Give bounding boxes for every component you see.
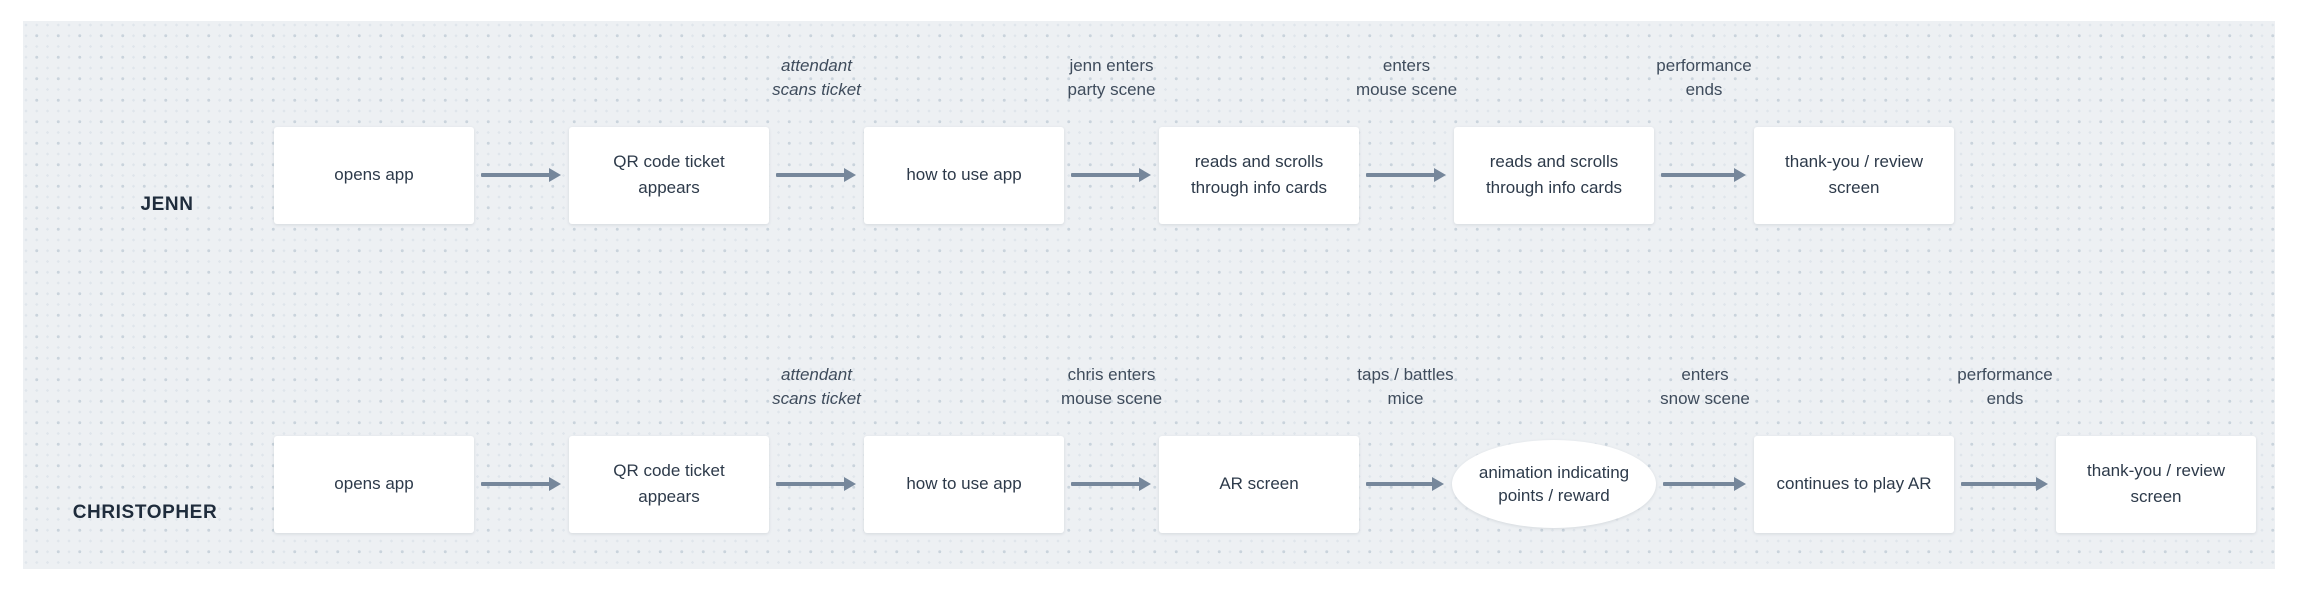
transition-label-christopher-2[interactable]: chris enters mouse scene (1060, 365, 1163, 408)
flow-arrow-christopher-5[interactable] (1961, 477, 2048, 491)
flow-arrow-jenn-3[interactable] (1366, 168, 1446, 182)
transition-label-jenn-4[interactable]: performance ends (1656, 56, 1752, 99)
flow-arrow-jenn-1[interactable] (776, 168, 856, 182)
flow-arrow-jenn-2[interactable] (1071, 168, 1151, 182)
flow-node-jenn-4[interactable]: reads and scrolls through info cards (1454, 126, 1654, 224)
flow-node-christopher-1[interactable]: QR code ticket appears (569, 435, 769, 533)
flow-arrow-christopher-0[interactable] (481, 477, 561, 491)
transition-label-christopher-4[interactable]: enters snow scene (1660, 365, 1750, 408)
lane-label-christopher[interactable]: CHRISTOPHER (72, 502, 218, 523)
flow-node-jenn-2[interactable]: how to use app (864, 126, 1064, 224)
flow-arrow-christopher-1[interactable] (776, 477, 856, 491)
flow-node-jenn-0[interactable]: opens app (274, 126, 474, 224)
transition-label-jenn-1[interactable]: attendant scans ticket (772, 56, 861, 99)
flow-node-christopher-4[interactable]: animation indicating points / reward (1452, 440, 1656, 528)
transition-label-jenn-2[interactable]: jenn enters party scene (1067, 56, 1156, 99)
flow-node-christopher-0[interactable]: opens app (274, 435, 474, 533)
dot-grid-panel: JENN CHRISTOPHER opens app QR code ticket… (23, 21, 2275, 569)
flow-node-jenn-5[interactable]: thank-you / review screen (1754, 126, 1954, 224)
flow-node-christopher-3[interactable]: AR screen (1159, 435, 1359, 533)
transition-label-christopher-5[interactable]: performance ends (1957, 365, 2053, 408)
flow-node-christopher-2[interactable]: how to use app (864, 435, 1064, 533)
transition-label-christopher-3[interactable]: taps / battles mice (1357, 365, 1454, 408)
flow-arrow-christopher-2[interactable] (1071, 477, 1151, 491)
transition-label-christopher-1[interactable]: attendant scans ticket (772, 365, 861, 408)
flow-node-christopher-6[interactable]: thank-you / review screen (2056, 435, 2256, 533)
lane-label-jenn[interactable]: JENN (140, 194, 194, 215)
flow-arrow-jenn-0[interactable] (481, 168, 561, 182)
flow-arrow-jenn-4[interactable] (1661, 168, 1746, 182)
flow-node-christopher-5[interactable]: continues to play AR (1754, 435, 1954, 533)
flow-arrow-christopher-3[interactable] (1366, 477, 1444, 491)
flow-arrow-christopher-4[interactable] (1663, 477, 1746, 491)
flow-node-jenn-1[interactable]: QR code ticket appears (569, 126, 769, 224)
flow-node-jenn-3[interactable]: reads and scrolls through info cards (1159, 126, 1359, 224)
transition-label-jenn-3[interactable]: enters mouse scene (1355, 56, 1458, 99)
